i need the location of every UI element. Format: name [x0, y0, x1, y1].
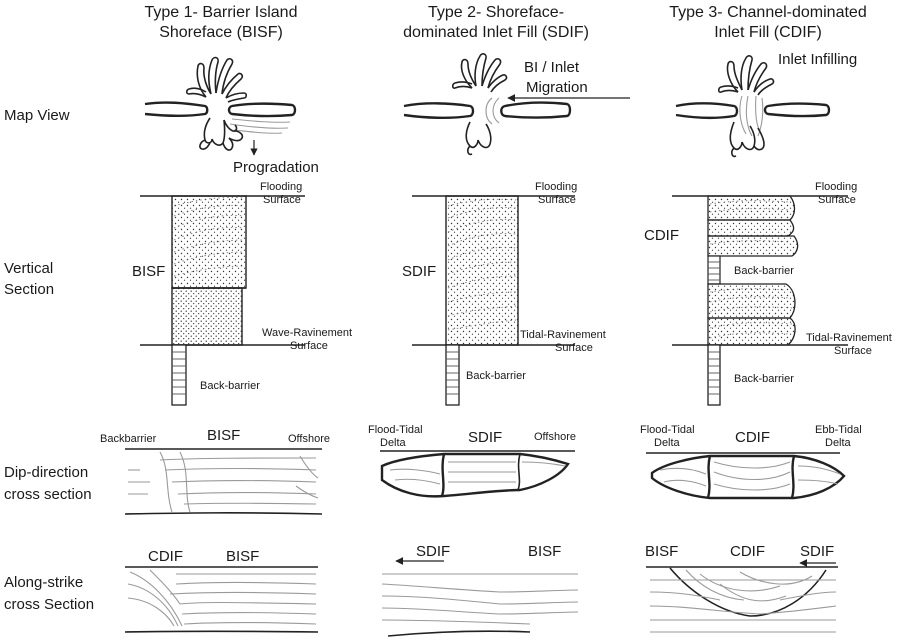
- tidal-ravinement-3-line2: Surface: [834, 345, 872, 357]
- dip-flood-tidal-3-line1: Flood-Tidal: [640, 424, 695, 436]
- row-label-strike-line2: cross Section: [4, 596, 94, 613]
- dip-ebb-tidal-line1: Ebb-Tidal: [815, 424, 862, 436]
- dip-section-cdif: Flood-Tidal Delta CDIF Ebb-Tidal Delta: [640, 424, 862, 500]
- row-label-dip-line1: Dip-direction: [4, 464, 88, 481]
- strike-cdif-3-label: CDIF: [730, 543, 765, 560]
- row-label-strike-line1: Along-strike: [4, 574, 83, 591]
- col2-title-line1: Type 2- Shoreface-: [428, 4, 564, 21]
- strike-sdif-2-label: SDIF: [416, 543, 450, 560]
- tidal-ravinement-2-line2: Surface: [555, 342, 593, 354]
- back-barrier-3-lower: Back-barrier: [734, 373, 794, 385]
- dip-flood-tidal-3-line2: Delta: [654, 437, 681, 449]
- col1-title-line2: Shoreface (BISF): [159, 24, 283, 41]
- wave-ravinement-line1: Wave-Ravinement: [262, 327, 352, 339]
- dip-ebb-tidal-line2: Delta: [825, 437, 852, 449]
- flooding-surface-2-line1: Flooding: [535, 181, 577, 193]
- dip-section-sdif: Flood-Tidal Delta SDIF Offshore: [368, 424, 576, 498]
- strike-section-cdif: BISF CDIF SDIF: [645, 543, 838, 633]
- progradation-label: Progradation: [233, 159, 319, 176]
- dip-flood-tidal-line1: Flood-Tidal: [368, 424, 423, 436]
- strike-bisf-3-label: BISF: [645, 543, 678, 560]
- col2-title-line2: dominated Inlet Fill (SDIF): [403, 24, 589, 41]
- strike-bisf-1-label: BISF: [226, 548, 259, 565]
- map-view-cdif: Inlet Infilling: [675, 51, 857, 158]
- strike-cdif-1-label: CDIF: [148, 548, 183, 565]
- back-barrier-3-upper: Back-barrier: [734, 265, 794, 277]
- vertical-bisf-label: BISF: [132, 263, 165, 280]
- flooding-surface-3-line2: Surface: [818, 194, 856, 206]
- map-view-sdif: BI / Inlet Migration: [403, 53, 630, 156]
- back-barrier-2: Back-barrier: [466, 370, 526, 382]
- flooding-surface-3-line1: Flooding: [815, 181, 857, 193]
- dip-flood-tidal-line2: Delta: [380, 437, 407, 449]
- vertical-section-sdif: Flooding Surface SDIF Tidal-Ravinement S…: [402, 181, 606, 406]
- strike-section-sdif: SDIF BISF: [381, 543, 579, 637]
- strike-bisf-2-label: BISF: [528, 543, 561, 560]
- inlet-infilling-label: Inlet Infilling: [778, 51, 857, 68]
- strike-section-bisf: CDIF BISF: [124, 548, 319, 633]
- col3-title-line1: Type 3- Channel-dominated: [669, 4, 866, 21]
- flooding-surface-1-line1: Flooding: [260, 181, 302, 193]
- vertical-cdif-label: CDIF: [644, 227, 679, 244]
- dip-cdif-label: CDIF: [735, 429, 770, 446]
- vertical-sdif-label: SDIF: [402, 263, 436, 280]
- wave-ravinement-line2: Surface: [290, 340, 328, 352]
- back-barrier-1: Back-barrier: [200, 380, 260, 392]
- row-label-map-view: Map View: [4, 107, 70, 124]
- dip-offshore-1-label: Offshore: [288, 433, 330, 445]
- flooding-surface-1-line2: Surface: [263, 194, 301, 206]
- map-view-bisf: Progradation: [144, 56, 319, 176]
- dip-backbarrier-label: Backbarrier: [100, 433, 157, 445]
- vertical-section-bisf: Flooding Surface BISF Wave-Ravinement Su…: [132, 181, 352, 406]
- flooding-surface-2-line2: Surface: [538, 194, 576, 206]
- bi-migration-line2: Migration: [526, 79, 588, 96]
- row-label-vertical-line1: Vertical: [4, 260, 53, 277]
- strike-sdif-3-label: SDIF: [800, 543, 834, 560]
- dip-offshore-2-label: Offshore: [534, 431, 576, 443]
- col1-title-line1: Type 1- Barrier Island: [145, 4, 298, 21]
- bi-migration-line1: BI / Inlet: [524, 59, 580, 76]
- row-label-dip-line2: cross section: [4, 486, 92, 503]
- row-label-vertical-line2: Section: [4, 281, 54, 298]
- vertical-section-cdif: Flooding Surface CDIF Back-barrier Tidal…: [644, 181, 892, 406]
- dip-sdif-label: SDIF: [468, 429, 502, 446]
- dip-section-bisf: Backbarrier BISF Offshore: [100, 427, 330, 515]
- tidal-ravinement-3-line1: Tidal-Ravinement: [806, 332, 892, 344]
- tidal-ravinement-2-line1: Tidal-Ravinement: [520, 329, 606, 341]
- col3-title-line2: Inlet Fill (CDIF): [714, 24, 822, 41]
- dip-bisf-label: BISF: [207, 427, 240, 444]
